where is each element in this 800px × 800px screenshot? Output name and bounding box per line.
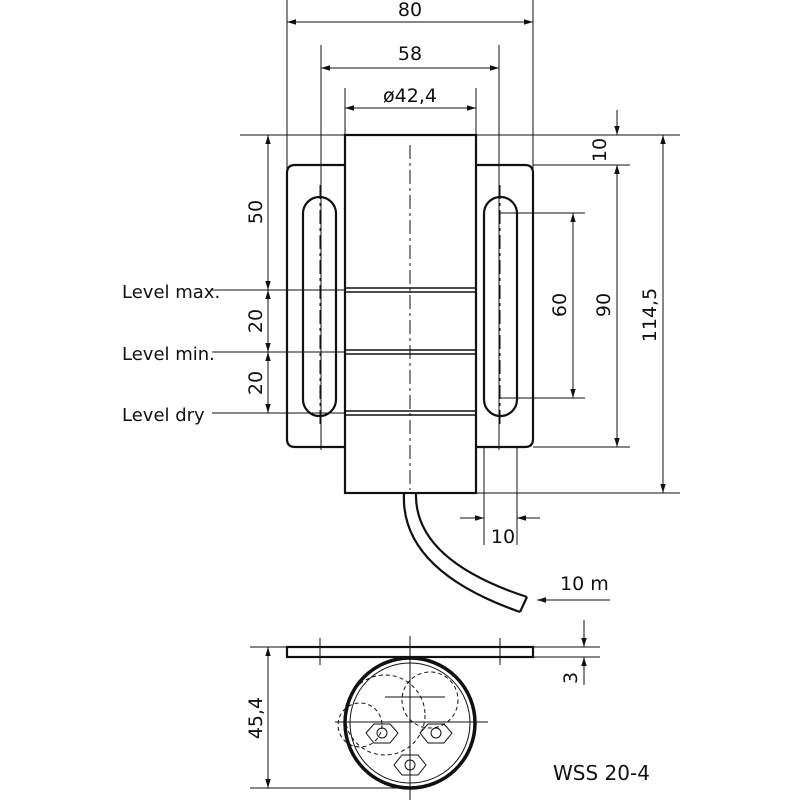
dim-slot-length: 60 — [549, 293, 571, 317]
dim-plate-height: 90 — [593, 293, 615, 317]
dim-diameter: ø42,4 — [383, 85, 437, 107]
right-dimension-lines — [460, 110, 680, 545]
cable — [402, 492, 528, 614]
label-level-max: Level max. — [122, 282, 220, 303]
label-level-dry: Level dry — [122, 405, 205, 426]
dim-max-to-min: 20 — [245, 309, 267, 333]
model-label: WSS 20-4 — [553, 761, 650, 785]
dim-plate-thickness: 3 — [560, 672, 582, 684]
level-marks — [345, 287, 476, 416]
dim-total-height: 114,5 — [639, 288, 661, 342]
dim-width-overall: 80 — [398, 0, 422, 21]
bottom-dimension-lines — [250, 620, 600, 789]
dim-slot-width: 10 — [491, 526, 515, 548]
dim-depth: 45,4 — [245, 697, 267, 739]
dim-min-to-dry: 20 — [245, 371, 267, 395]
bottom-view — [285, 636, 535, 800]
mounting-plate — [285, 163, 535, 449]
dim-cable-length: 10 m — [560, 573, 609, 595]
dim-top-offset: 10 — [589, 138, 611, 162]
sensor-body — [343, 133, 478, 495]
dim-width-slots: 58 — [398, 43, 422, 65]
label-level-min: Level min. — [122, 344, 215, 365]
top-dimension-lines — [286, 0, 534, 450]
left-dimension-lines — [212, 134, 345, 414]
dim-slot-to-max: 50 — [245, 200, 267, 224]
